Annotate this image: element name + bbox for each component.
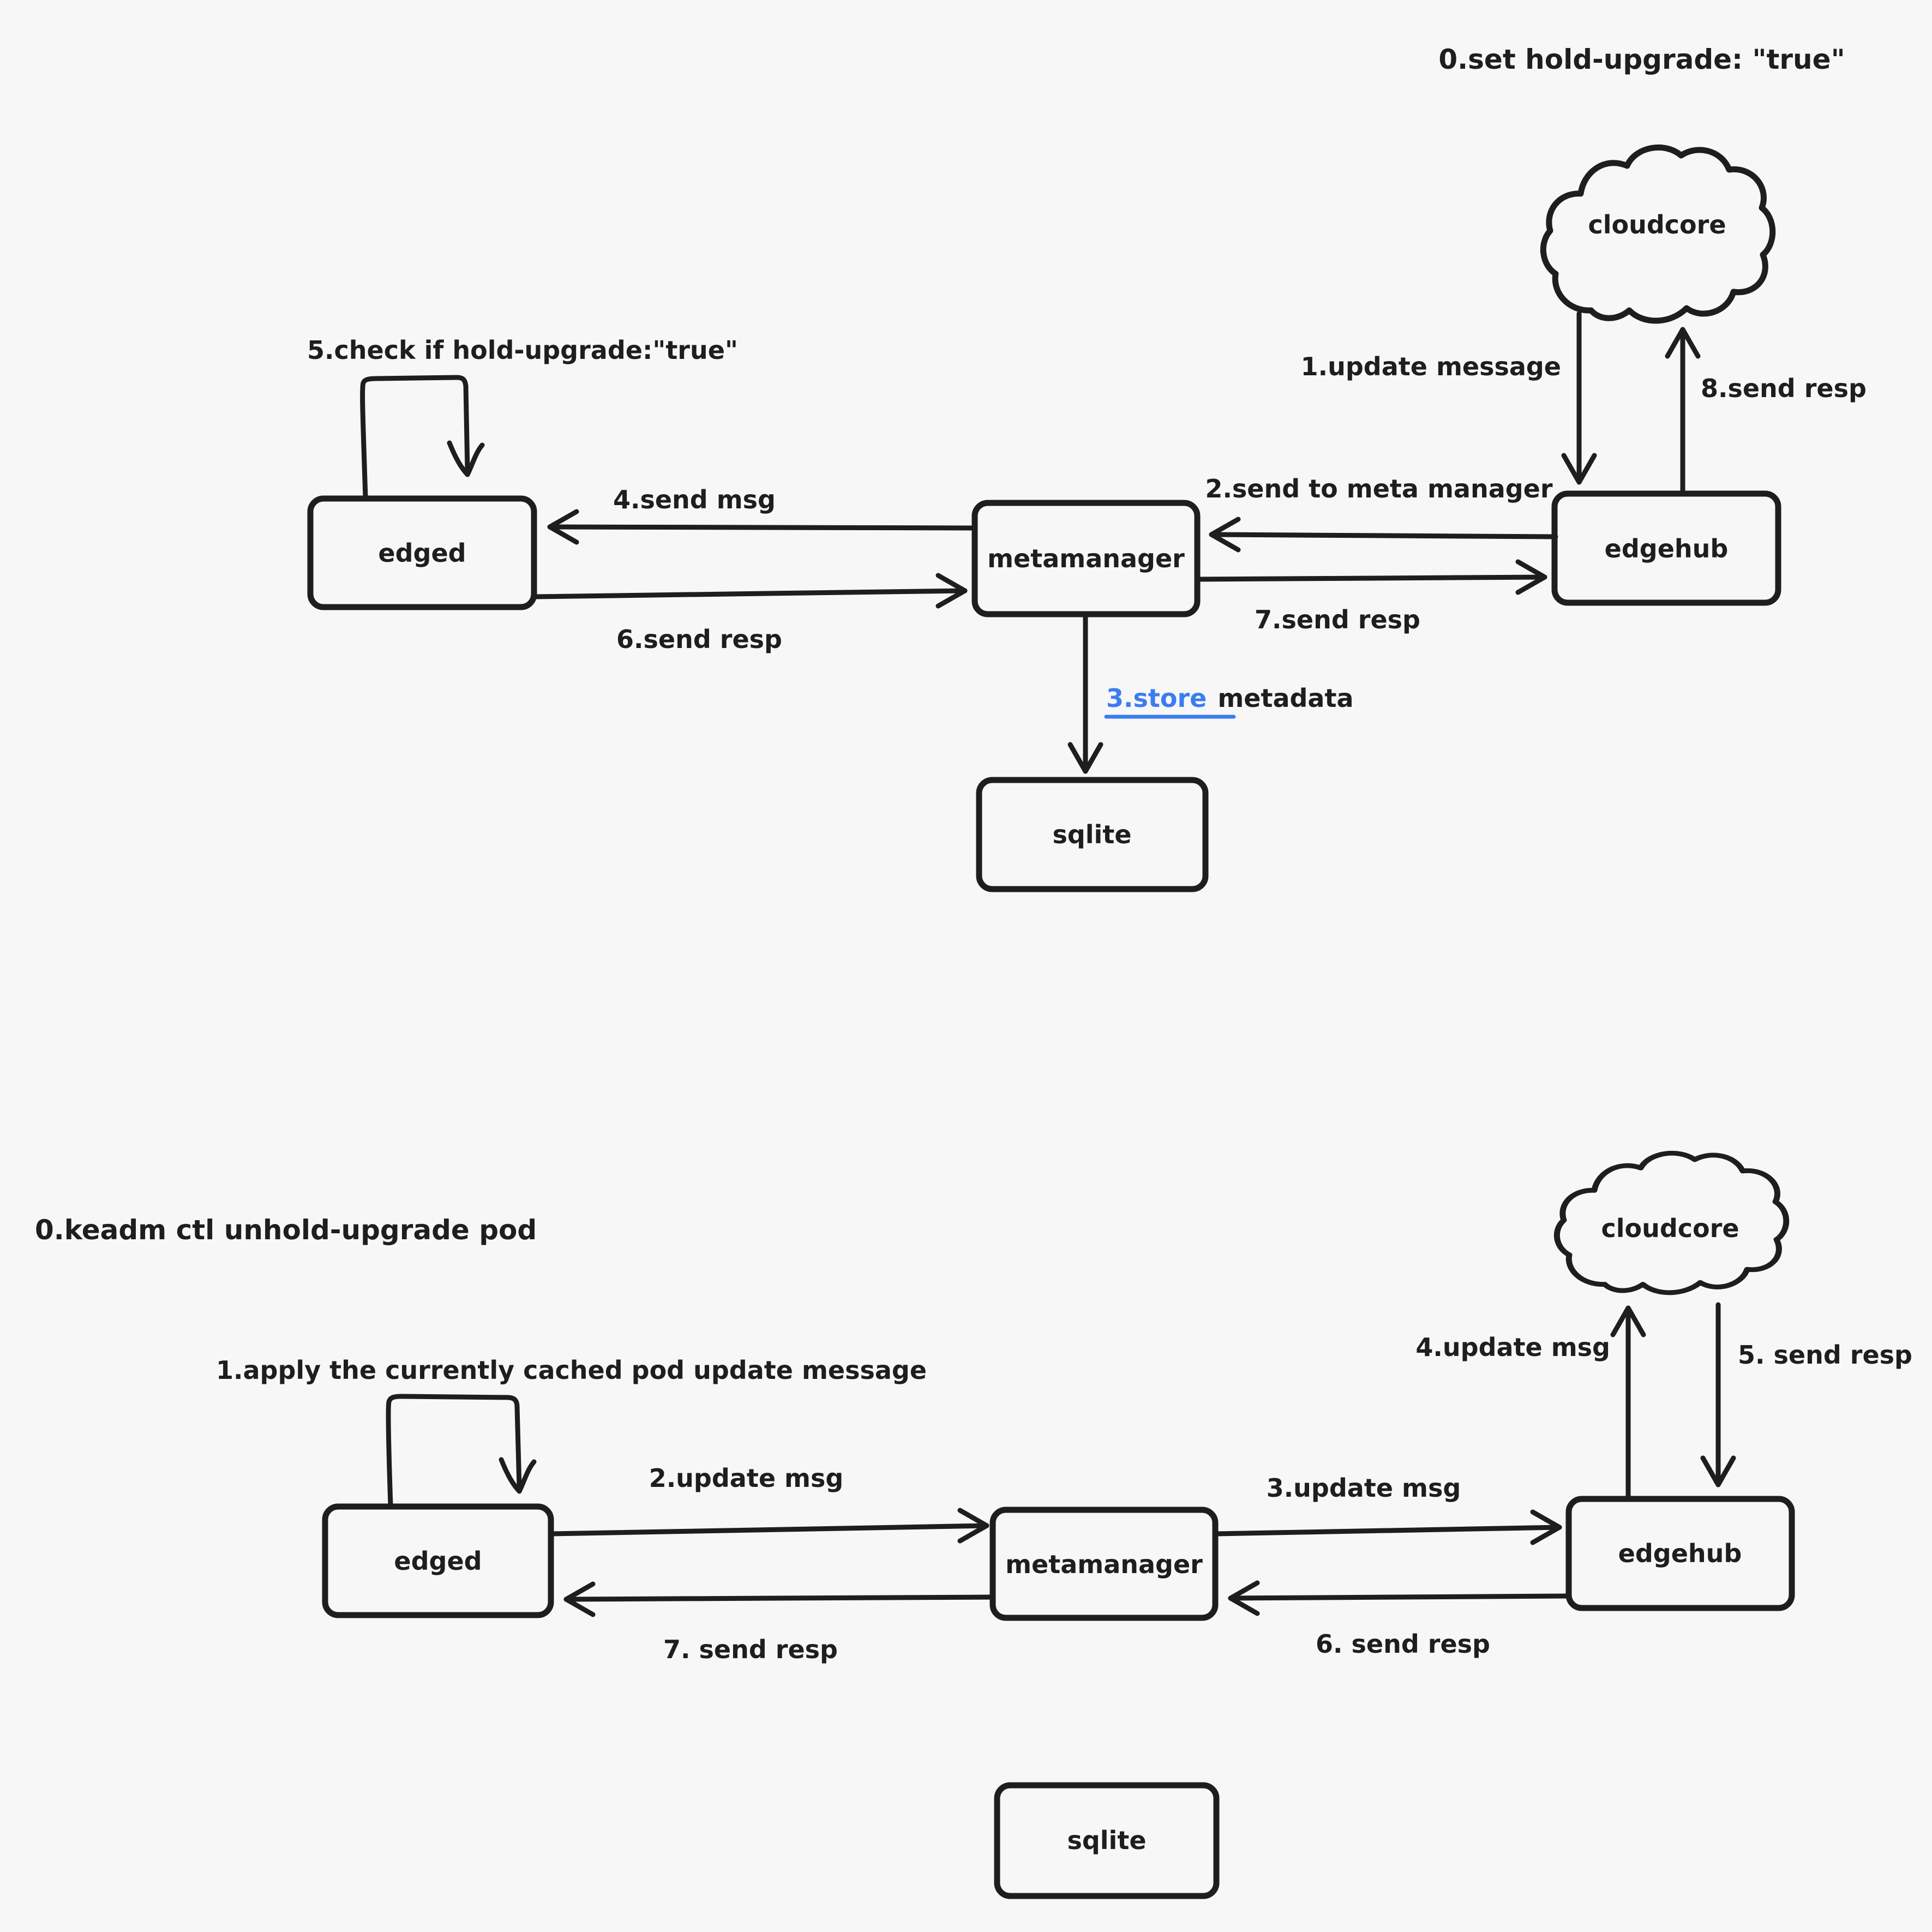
msg4-label: 4.send msg bbox=[613, 485, 776, 514]
self-loop-1-apply: 1.apply the currently cached pod update … bbox=[216, 1355, 927, 1508]
edged-label-bottom: edged bbox=[394, 1546, 482, 1576]
msg6-label: 6. send resp bbox=[1316, 1629, 1490, 1659]
edgehub-label-bottom: edgehub bbox=[1618, 1539, 1742, 1568]
msg7-label: 7.send resp bbox=[1255, 605, 1420, 634]
msg3-rest: metadata bbox=[1217, 683, 1353, 713]
arrowhead-left-icon bbox=[563, 1581, 596, 1617]
msg2-label: 2.send to meta manager bbox=[1205, 474, 1552, 503]
arrow-6-send-resp-top: 6.send resp bbox=[531, 573, 968, 654]
metamanager-label-bottom: metamanager bbox=[1005, 1550, 1203, 1579]
arrow-line bbox=[531, 588, 968, 599]
arrowhead-down-icon bbox=[499, 1457, 537, 1494]
sequence-top: 0.set hold-upgrade: "true" cloudcore edg… bbox=[307, 44, 1867, 892]
edgehub-box-bottom bbox=[1565, 1496, 1795, 1611]
arrowhead-down-icon bbox=[1561, 453, 1597, 485]
arrowhead-down-icon bbox=[1700, 1455, 1736, 1487]
arrowhead-right-icon bbox=[935, 573, 968, 609]
arrowhead-right-icon bbox=[1515, 559, 1547, 595]
sqlite-label-top: sqlite bbox=[1052, 820, 1131, 849]
arrow-7-send-resp-top: 7.send resp bbox=[1195, 559, 1547, 634]
loop-line bbox=[386, 1394, 522, 1508]
arrow-1-update-message: 1.update message bbox=[1301, 311, 1597, 485]
arrow-5-send-resp: 5. send resp bbox=[1700, 1302, 1912, 1487]
msg5-label: 5. send resp bbox=[1738, 1340, 1912, 1370]
arrow-line bbox=[547, 524, 977, 531]
sqlite-label-bottom: sqlite bbox=[1067, 1826, 1146, 1855]
arrow-3-update-msg: 3.update msg bbox=[1213, 1473, 1562, 1545]
arrowhead-right-icon bbox=[957, 1508, 989, 1544]
arrowhead-down-icon bbox=[447, 440, 485, 477]
arrow-line bbox=[1209, 532, 1558, 539]
arrowhead-right-icon bbox=[1530, 1509, 1562, 1545]
arrow-6-send-resp: 6. send resp bbox=[1228, 1580, 1571, 1659]
edged-label-top: edged bbox=[378, 538, 466, 568]
msg3-label: 3.update msg bbox=[1267, 1473, 1461, 1503]
arrowhead-left-icon bbox=[1209, 517, 1241, 553]
sequence-bottom: 0.keadm ctl unhold-upgrade pod cloudcore… bbox=[35, 1153, 1912, 1899]
msg4-label: 4.update msg bbox=[1415, 1333, 1610, 1362]
loop-line bbox=[360, 375, 470, 500]
msg1-label: 1.update message bbox=[1301, 352, 1561, 381]
arrow-4-update-msg: 4.update msg bbox=[1415, 1305, 1646, 1502]
sqlite-box-bottom bbox=[994, 1782, 1220, 1899]
msg8-label: 8.send resp bbox=[1701, 374, 1867, 403]
metamanager-label-top: metamanager bbox=[987, 544, 1185, 573]
arrow-3-store-metadata: 3.store metadata bbox=[1067, 611, 1354, 774]
arrow-line bbox=[1195, 574, 1547, 582]
arrowhead-up-icon bbox=[1665, 327, 1701, 359]
store-link[interactable]: 3.store bbox=[1106, 683, 1207, 713]
msg1-label: 1.apply the currently cached pod update … bbox=[216, 1355, 927, 1385]
top-title: 0.set hold-upgrade: "true" bbox=[1438, 44, 1845, 75]
arrowhead-down-icon bbox=[1067, 742, 1103, 774]
cloudcore-label-bottom: cloudcore bbox=[1601, 1214, 1739, 1243]
msg6-label: 6.send resp bbox=[616, 625, 782, 654]
edged-box-top bbox=[307, 495, 537, 610]
arrow-7-send-resp-bottom: 7. send resp bbox=[563, 1581, 995, 1664]
edgehub-box-top bbox=[1551, 490, 1781, 606]
arrow-line bbox=[1228, 1593, 1571, 1601]
msg3-label: 3.store metadata bbox=[1106, 683, 1354, 713]
msg5-label: 5.check if hold-upgrade:"true" bbox=[307, 335, 738, 365]
self-loop-5-check: 5.check if hold-upgrade:"true" bbox=[307, 335, 738, 500]
arrow-8-send-resp: 8.send resp bbox=[1665, 327, 1867, 496]
arrowhead-left-icon bbox=[1228, 1580, 1260, 1616]
msg7-label: 7. send resp bbox=[663, 1635, 838, 1664]
arrow-line bbox=[1213, 1525, 1562, 1537]
arrow-2-send-to-meta-manager: 2.send to meta manager bbox=[1205, 474, 1558, 553]
metamanager-box-bottom bbox=[989, 1507, 1219, 1621]
edgehub-label-top: edgehub bbox=[1605, 534, 1729, 563]
edged-box-bottom bbox=[322, 1503, 554, 1618]
arrow-2-update-msg: 2.update msg bbox=[548, 1463, 989, 1544]
sqlite-box-top bbox=[976, 777, 1209, 892]
arrowhead-left-icon bbox=[547, 509, 579, 545]
arrow-4-send-msg: 4.send msg bbox=[547, 485, 977, 545]
bottom-title: 0.keadm ctl unhold-upgrade pod bbox=[35, 1214, 537, 1246]
arrow-line bbox=[563, 1594, 995, 1602]
cloudcore-label-top: cloudcore bbox=[1588, 210, 1726, 239]
arrowhead-up-icon bbox=[1610, 1305, 1646, 1337]
arrow-line bbox=[548, 1523, 989, 1537]
msg2-label: 2.update msg bbox=[649, 1463, 844, 1493]
